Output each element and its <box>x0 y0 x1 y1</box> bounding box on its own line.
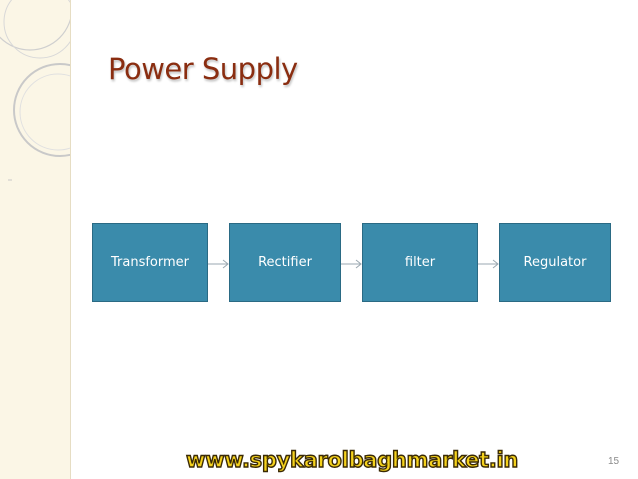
arrow-rectifier-to-filter <box>341 259 362 269</box>
regulator-block: Regulator <box>499 223 611 302</box>
filter-block: filter <box>362 223 478 302</box>
rectifier-block: Rectifier <box>229 223 341 302</box>
slide-title: Power Supply <box>108 52 298 86</box>
circles-decoration-icon <box>0 0 70 181</box>
page-number: 15 <box>608 456 620 467</box>
footer-website-link[interactable]: www.spykarolbaghmarket.in <box>185 447 519 472</box>
arrow-filter-to-regulator <box>478 259 499 269</box>
arrow-transformer-to-rectifier <box>208 259 229 269</box>
decorative-sidebar <box>0 0 71 479</box>
transformer-block: Transformer <box>92 223 208 302</box>
